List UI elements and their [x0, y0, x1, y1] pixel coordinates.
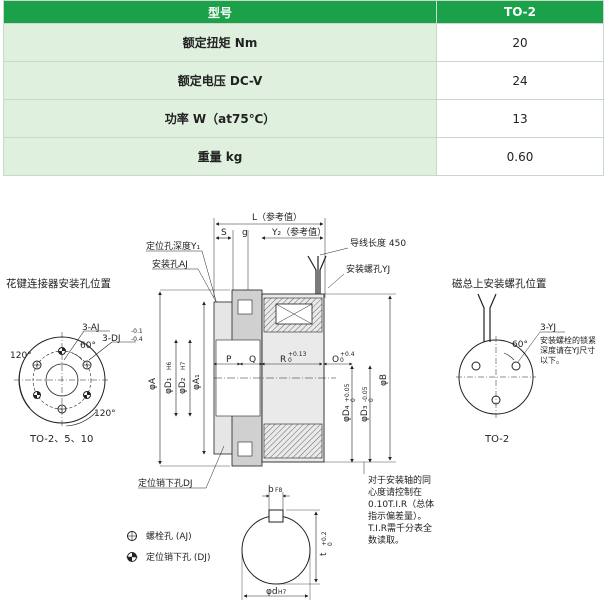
b-fit: F8: [275, 487, 282, 494]
spec-table: 型号 TO-2 额定扭矩 Nm 20 额定电压 DC-V 24 功率 W（at7…: [3, 0, 604, 176]
spec-row-value: 0.60: [436, 137, 604, 176]
left-view-caption: TO-2、5、10: [29, 434, 93, 445]
note-line: 心度请控制在: [368, 486, 422, 498]
dim-P: P: [226, 355, 232, 365]
spec-row-label: 重量 kg: [3, 137, 437, 176]
screw-hole-yj: [511, 361, 521, 371]
label-hole-aj: 安装孔AJ: [152, 258, 188, 270]
spec-row-label: 额定电压 DC-V: [3, 61, 437, 100]
dim-S: S: [221, 228, 227, 238]
left-flange-view: 花键连接器安装孔位置 3-AJ 3-DJ -0.1 -0.4 60° 120° …: [6, 277, 143, 445]
main-section-view: L（参考值） S g Y₂（参考值） 定位孔深度Y₁ 安装孔AJ 导线长度 45…: [138, 211, 434, 546]
spec-header-model: TO-2: [436, 0, 604, 24]
spec-row-label: 功率 W（at75℃）: [3, 99, 437, 138]
label-screw-yj: 安装螺孔YJ: [346, 263, 390, 275]
right-view-caption: TO-2: [484, 434, 509, 445]
right-view-title: 磁总上安装螺孔位置: [452, 277, 547, 290]
spec-row: 额定电压 DC-V 24: [3, 61, 604, 100]
right-note-line: 安装螺栓的锁紧: [540, 335, 596, 345]
d3-tol2: 0: [368, 398, 375, 402]
dim-Y2: Y₂（参考值）: [271, 226, 326, 238]
t-tol: +0.2: [321, 531, 328, 546]
screw-hole-yj: [471, 361, 481, 371]
symbol-legend: 螺栓孔 (AJ) 定位销下孔 (DJ): [126, 530, 210, 563]
left-view-title: 花键连接器安装孔位置: [6, 277, 111, 290]
spec-row-label: 额定扭矩 Nm: [3, 23, 437, 62]
technical-drawing: 花键连接器安装孔位置 3-AJ 3-DJ -0.1 -0.4 60° 120° …: [6, 211, 596, 600]
dim-R: R: [280, 355, 286, 365]
dim-D1: φD₁: [164, 377, 174, 394]
bolt-hole-aj: [57, 404, 67, 414]
legend-label: 螺栓孔 (AJ): [146, 530, 192, 542]
t-tol2: 0: [327, 542, 334, 546]
label-dowel-dj: 定位销下孔DJ: [138, 477, 193, 489]
spec-header-label: 型号: [3, 0, 437, 24]
label-wire: 导线长度 450: [350, 237, 406, 249]
d4-tol: +0.05: [344, 383, 351, 402]
d3-tol: -0.05: [362, 386, 369, 402]
o-tol2: 0: [340, 357, 344, 364]
d2-fit: H7: [180, 361, 187, 370]
keyway-slot: [268, 509, 284, 523]
dim-A: φA: [148, 377, 158, 390]
dj-tol-top: -0.1: [131, 328, 143, 335]
dj-tol-bottom: -0.4: [131, 336, 143, 343]
angle-60: 60°: [80, 341, 96, 351]
dim-D4: φD₄: [342, 405, 352, 422]
note-line: 0.10T.I.R（总体: [368, 498, 434, 510]
dim-b: b: [268, 485, 274, 495]
screw-hole-yj: [491, 395, 501, 405]
label-3-aj: 3-AJ: [82, 323, 100, 333]
dim-t: t: [319, 552, 329, 556]
bore-circle: [241, 515, 311, 585]
d-fit: H7: [278, 589, 287, 596]
bolt-hole-aj: [82, 360, 92, 370]
dim-L: L（参考值）: [252, 211, 302, 223]
d1-fit: H6: [166, 361, 173, 370]
dim-D2: φD₂: [178, 377, 188, 394]
spec-header-row: 型号 TO-2: [3, 0, 604, 24]
note-line: 对于安装轴的同: [368, 474, 431, 486]
note-line: 数读取。: [368, 534, 404, 546]
dim-g: g: [242, 228, 248, 238]
spec-row-value: 20: [436, 23, 604, 62]
right-core-view: 磁总上安装螺孔位置 3-YJ 60° 安装螺栓的锁紧 深度请在YJ尺寸 以下。 …: [452, 277, 596, 445]
angle-60-right: 60°: [512, 340, 528, 350]
right-note-line: 以下。: [540, 356, 564, 365]
d4-tol2: 0: [350, 398, 357, 402]
label-3-dj: 3-DJ: [102, 334, 121, 344]
dim-d: φd: [266, 587, 278, 597]
r-tol2: 0: [288, 357, 292, 364]
angle-120-right: 120°: [94, 409, 116, 419]
dim-O: O: [332, 355, 339, 365]
o-tol: +0.4: [340, 351, 355, 358]
note-line: 指示偏差量）。: [368, 510, 427, 522]
r-tol: +0.13: [288, 351, 307, 358]
label-3-yj: 3-YJ: [540, 323, 556, 333]
dim-B: φB: [379, 374, 389, 386]
spec-row-value: 13: [436, 99, 604, 138]
spec-row: 功率 W（at75℃） 13: [3, 99, 604, 138]
keyway-view: b F8 t +0.2 0 φd H7: [241, 485, 334, 600]
spec-row-value: 24: [436, 61, 604, 100]
angle-120-left: 120°: [10, 351, 32, 361]
dim-D3: φD₃: [360, 405, 370, 422]
note-line: T.I.R需千分表全: [367, 522, 432, 534]
dim-A1: φA₁: [192, 374, 202, 390]
right-note-line: 深度请在YJ尺寸: [540, 345, 595, 355]
spec-row: 重量 kg 0.60: [3, 137, 604, 176]
bolt-hole-aj: [32, 360, 42, 370]
legend-label: 定位销下孔 (DJ): [146, 551, 210, 563]
dim-Q: Q: [249, 355, 256, 365]
label-hole-depth: 定位孔深度Y₁: [146, 240, 200, 252]
spec-row: 额定扭矩 Nm 20: [3, 23, 604, 62]
